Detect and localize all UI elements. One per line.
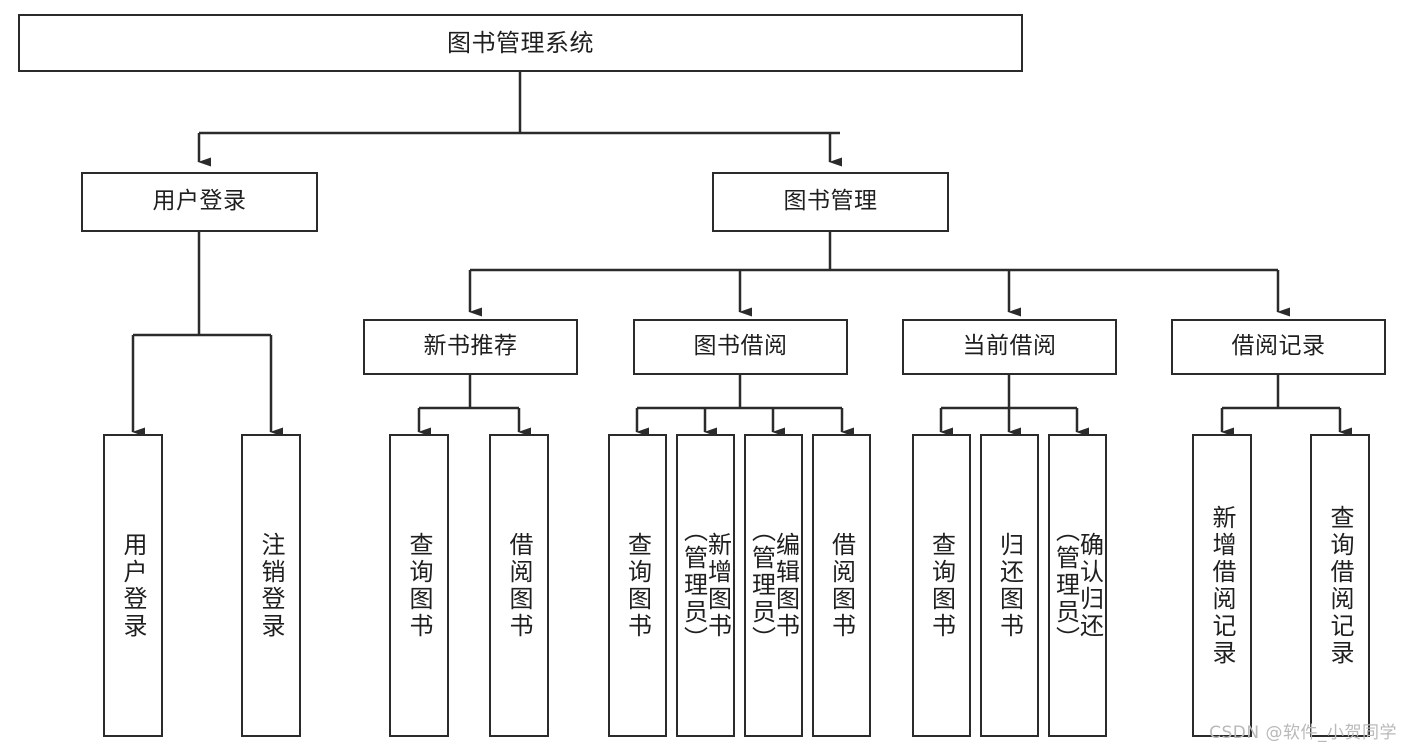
node-book-management-label: 图书管理 <box>783 188 878 215</box>
leaf-edit-book-admin-label: 编辑图书 （管理员） <box>747 518 800 653</box>
leaf-user-login[interactable]: 用户登录 <box>103 434 163 737</box>
node-new-book-recommendation-label: 新书推荐 <box>423 333 518 360</box>
leaf-query-book-current-label: 查询图书 <box>927 531 956 640</box>
leaf-logout-label: 注销登录 <box>257 531 285 640</box>
leaf-user-login-label: 用户登录 <box>119 531 147 640</box>
leaf-return-book[interactable]: 归还图书 <box>980 434 1039 737</box>
node-new-book-recommendation[interactable]: 新书推荐 <box>363 319 578 375</box>
leaf-query-borrow-record[interactable]: 查询借阅记录 <box>1310 434 1370 737</box>
node-current-borrow-label: 当前借阅 <box>962 333 1057 360</box>
node-borrow-record[interactable]: 借阅记录 <box>1171 319 1386 375</box>
leaf-confirm-return-admin-label: 确认归还 （管理员） <box>1051 518 1104 653</box>
leaf-return-book-label: 归还图书 <box>995 531 1024 640</box>
leaf-query-book-new-label: 查询图书 <box>405 531 433 640</box>
leaf-borrow-book-borrow-label: 借阅图书 <box>827 531 856 640</box>
leaf-add-borrow-record-label: 新增借阅记录 <box>1208 504 1236 667</box>
node-book-management[interactable]: 图书管理 <box>712 172 949 232</box>
leaf-add-borrow-record[interactable]: 新增借阅记录 <box>1192 434 1252 737</box>
node-borrow-record-label: 借阅记录 <box>1231 333 1326 360</box>
leaf-add-book-admin-label: 新增图书 （管理员） <box>679 518 732 653</box>
leaf-query-book-current[interactable]: 查询图书 <box>912 434 971 737</box>
leaf-query-borrow-record-label: 查询借阅记录 <box>1326 504 1354 667</box>
leaf-add-book-admin[interactable]: 新增图书 （管理员） <box>676 434 735 737</box>
watermark-text: CSDN @软件_小贺同学 <box>1209 723 1397 743</box>
leaf-logout[interactable]: 注销登录 <box>241 434 301 737</box>
leaf-edit-book-admin[interactable]: 编辑图书 （管理员） <box>744 434 803 737</box>
leaf-query-book-new[interactable]: 查询图书 <box>389 434 449 737</box>
leaf-borrow-book-new-label: 借阅图书 <box>505 531 533 640</box>
node-root-label: 图书管理系统 <box>447 28 594 57</box>
node-book-borrow-label: 图书借阅 <box>693 333 788 360</box>
node-current-borrow[interactable]: 当前借阅 <box>902 319 1117 375</box>
leaf-query-book-borrow-label: 查询图书 <box>623 531 652 640</box>
leaf-borrow-book-borrow[interactable]: 借阅图书 <box>812 434 871 737</box>
leaf-borrow-book-new[interactable]: 借阅图书 <box>489 434 549 737</box>
leaf-query-book-borrow[interactable]: 查询图书 <box>608 434 667 737</box>
node-root-book-management-system[interactable]: 图书管理系统 <box>18 14 1023 72</box>
node-book-borrow[interactable]: 图书借阅 <box>633 319 848 375</box>
node-user-login[interactable]: 用户登录 <box>81 172 318 232</box>
leaf-confirm-return-admin[interactable]: 确认归还 （管理员） <box>1048 434 1107 737</box>
node-user-login-label: 用户登录 <box>152 188 247 215</box>
